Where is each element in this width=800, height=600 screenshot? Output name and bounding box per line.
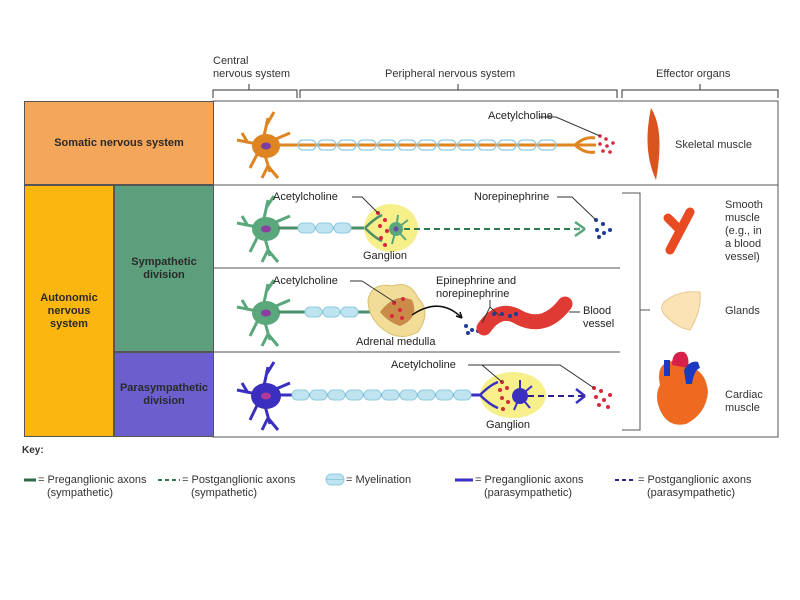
autonomic-organ-bracket	[622, 192, 641, 431]
symp-neuron-1	[236, 195, 372, 263]
autonomic-cell: Autonomic nervous system	[24, 185, 114, 437]
smooth-muscle-label: Smooth muscle (e.g., in a blood vessel)	[725, 199, 763, 264]
parasympathetic-label-2: division	[143, 394, 185, 407]
symp-myelin-1	[297, 222, 352, 234]
somatic-label: Somatic nervous system	[54, 136, 184, 149]
somatic-cell: Somatic nervous system	[24, 101, 214, 185]
somatic-neuron	[236, 111, 580, 179]
skeletal-muscle-icon	[647, 108, 660, 180]
sympathetic-cell: Sympathetic division	[114, 185, 214, 352]
key-item-1-line2: (sympathetic)	[47, 487, 114, 499]
para-ganglion-label: Ganglion	[486, 419, 531, 431]
key-item-5-line2: (parasympathetic)	[647, 487, 736, 499]
release-arrow	[411, 305, 463, 319]
key-item-symp-post: = Postganglionic axons (sympathetic)	[182, 474, 295, 500]
header-central-line1: Central	[213, 55, 249, 67]
cardiac-muscle-label: Cardiac muscle	[725, 389, 763, 415]
epi-norepi-label: Epinephrine and norepinephrine	[436, 275, 516, 301]
heart-icon	[657, 351, 708, 425]
blood-vessel-icon	[476, 296, 573, 336]
skeletal-muscle-label: Skeletal muscle	[675, 139, 753, 151]
header-central-line2: nervous system	[213, 68, 291, 80]
autonomic-label-2: nervous	[47, 304, 91, 317]
header-effector: Effector organs	[656, 68, 731, 80]
epi-norepi-line2: norepinephrine	[436, 288, 510, 300]
somatic-ach-label: Acetylcholine	[488, 110, 553, 122]
smooth-muscle-icon	[663, 207, 695, 255]
key-item-5-line1: = Postganglionic axons	[638, 474, 752, 486]
blood-vessel-line1: Blood	[583, 305, 612, 317]
somatic-myelin	[297, 139, 557, 151]
smooth-line1: Smooth	[725, 199, 763, 211]
key-item-1-line1: = Preganglionic axons	[38, 474, 147, 486]
adrenal-medulla-label: Adrenal medulla	[356, 336, 436, 348]
bracket-effector	[621, 84, 779, 98]
cardiac-line2: muscle	[725, 402, 760, 414]
glands-label: Glands	[725, 305, 760, 317]
glands-icon	[661, 291, 701, 331]
bracket-central	[212, 84, 298, 98]
sympathetic-label-1: Sympathetic	[131, 255, 197, 268]
para-myelin	[291, 389, 472, 401]
cardiac-line1: Cardiac	[725, 389, 763, 401]
key-item-para-pre: = Preganglionic axons (parasympathetic)	[475, 474, 584, 500]
symp-ach-label: Acetylcholine	[273, 191, 338, 203]
somatic-terminal	[573, 136, 596, 154]
key-item-2-line1: = Postganglionic axons	[182, 474, 296, 486]
blood-vessel-label: Blood vessel	[583, 305, 614, 331]
symp-ganglion-neuron	[389, 214, 409, 245]
parasympathetic-label-1: Parasympathetic	[119, 381, 209, 394]
header-brackets	[212, 84, 779, 98]
epi-norepi-line1: Epinephrine and	[436, 275, 517, 287]
smooth-line5: vessel)	[725, 251, 760, 263]
bracket-peripheral	[299, 84, 618, 98]
smooth-line4: a blood	[725, 238, 762, 250]
parasympathetic-cell: Parasympathetic division	[114, 352, 214, 437]
symp-myelin-2	[304, 306, 359, 318]
sympathetic-label-2: division	[143, 268, 185, 281]
key-swatches	[24, 473, 636, 486]
header-peripheral: Peripheral nervous system	[385, 68, 516, 80]
key-item-para-post: = Postganglionic axons (parasympathetic)	[638, 474, 751, 500]
norepinephrine-label: Norepinephrine	[474, 191, 550, 203]
adrenal-ach-label: Acetylcholine	[273, 275, 338, 287]
smooth-line3: (e.g., in	[725, 225, 762, 237]
autonomic-label-1: Autonomic	[40, 291, 98, 304]
symp-ganglion-label: Ganglion	[363, 250, 408, 262]
header-central: Central nervous system	[213, 55, 290, 81]
key-item-4-line2: (parasympathetic)	[484, 487, 573, 499]
key-item-symp-pre: = Preganglionic axons (sympathetic)	[38, 474, 147, 500]
key-title: Key:	[22, 445, 44, 456]
autonomic-label-3: system	[50, 317, 88, 330]
para-ach-label: Acetylcholine	[391, 359, 456, 371]
somatic-ach-dots	[598, 134, 615, 154]
blood-vessel-line2: vessel	[583, 318, 615, 330]
key-item-2-line2: (sympathetic)	[191, 487, 258, 499]
key-item-4-line1: = Preganglionic axons	[475, 474, 584, 486]
smooth-line2: muscle	[725, 212, 760, 224]
key-item-3-line1: = Myelination	[346, 474, 412, 486]
key-item-myelin: = Myelination	[346, 474, 411, 487]
para-ganglion-neuron	[512, 380, 533, 411]
